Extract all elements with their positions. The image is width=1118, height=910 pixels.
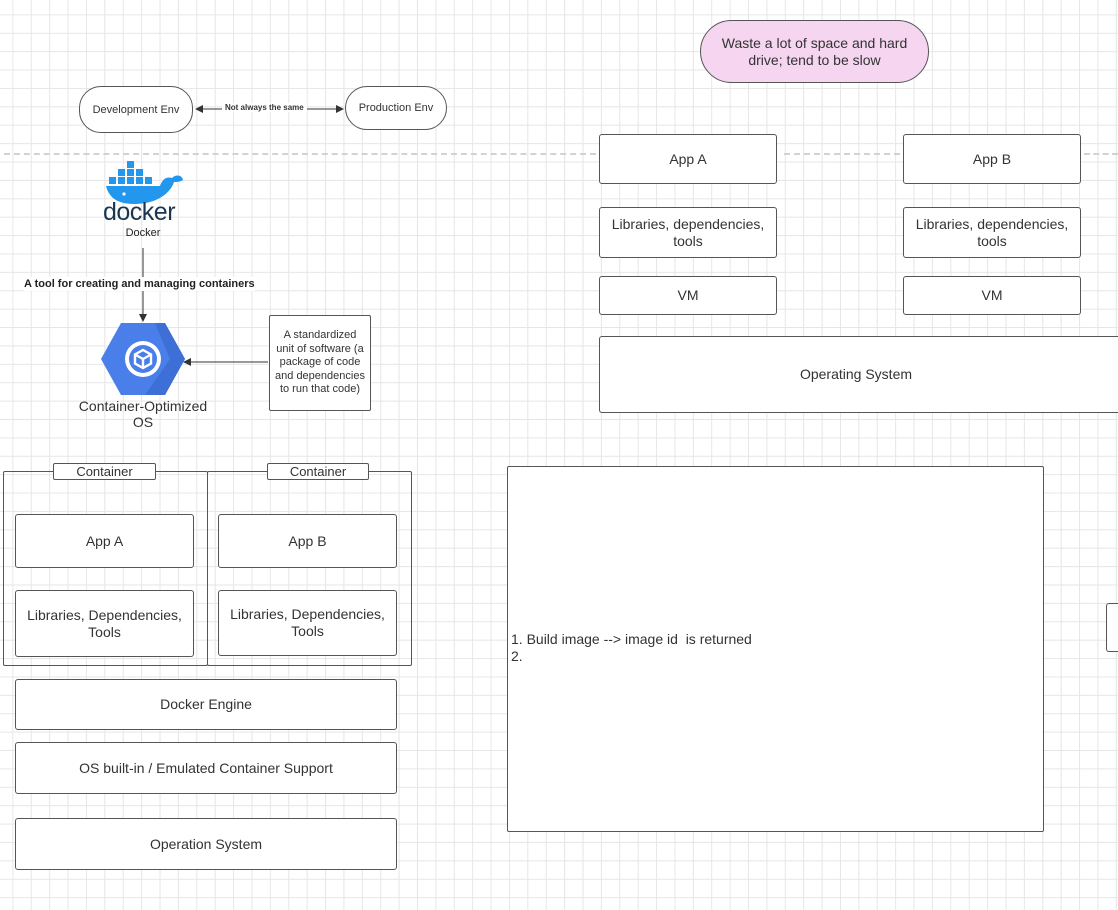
notes-box[interactable]: 1. Build image --> image id is returned … bbox=[507, 466, 1044, 832]
vm-app-b-label: App B bbox=[972, 150, 1012, 167]
vm-a-label: VM bbox=[677, 287, 699, 303]
notes-line-1: 1. Build image --> image id is returned bbox=[511, 631, 752, 647]
container-support-label: OS built-in / Emulated Container Support bbox=[79, 759, 333, 776]
vm-app-b-box[interactable]: App B bbox=[903, 134, 1081, 184]
container-app-a-box[interactable]: App A bbox=[15, 514, 194, 568]
vm-operating-system-box[interactable]: Operating System bbox=[599, 336, 1118, 413]
separator-right bbox=[1084, 153, 1118, 155]
docker-engine-label: Docker Engine bbox=[160, 696, 252, 712]
container-app-a-label: App A bbox=[85, 532, 124, 549]
operation-system-label: Operation System bbox=[149, 835, 263, 852]
vm-libs-b-label: Libraries, dependencies, tools bbox=[915, 215, 1069, 249]
docker-tool-caption: A tool for creating and managing contain… bbox=[24, 277, 255, 291]
container-a-tab-label: Container bbox=[76, 464, 133, 479]
container-os-label: Container-Optimized OS bbox=[78, 398, 208, 430]
separator-left bbox=[4, 153, 596, 155]
container-b-tab-label: Container bbox=[289, 464, 347, 479]
offscreen-box[interactable] bbox=[1106, 603, 1118, 652]
docker-engine-box[interactable]: Docker Engine bbox=[15, 679, 397, 730]
standard-unit-note-text: A standardized unit of software (a packa… bbox=[275, 329, 365, 396]
separator-mid bbox=[784, 153, 900, 155]
container-support-box[interactable]: OS built-in / Emulated Container Support bbox=[15, 742, 397, 794]
docker-whale-icon bbox=[106, 161, 183, 204]
container-libs-a-box[interactable]: Libraries, Dependencies, Tools bbox=[15, 590, 194, 657]
env-arrow-label: Not always the same bbox=[222, 103, 307, 112]
notes-line-2: 2. bbox=[511, 648, 523, 664]
development-env-node[interactable]: Development Env bbox=[79, 86, 193, 133]
container-b-tab[interactable]: Container bbox=[267, 463, 369, 480]
production-env-label: Production Env bbox=[358, 102, 434, 114]
waste-space-note-text: Waste a lot of space and hard drive; ten… bbox=[721, 34, 908, 68]
vm-b-box[interactable]: VM bbox=[903, 276, 1081, 315]
production-env-node[interactable]: Production Env bbox=[345, 86, 447, 130]
container-os-icon bbox=[100, 322, 186, 396]
container-libs-b-box[interactable]: Libraries, Dependencies, Tools bbox=[218, 590, 397, 656]
vm-libs-a-box[interactable]: Libraries, dependencies, tools bbox=[599, 207, 777, 258]
vm-libs-b-box[interactable]: Libraries, dependencies, tools bbox=[903, 207, 1081, 258]
container-libs-a-label: Libraries, Dependencies, Tools bbox=[27, 606, 182, 640]
container-app-b-box[interactable]: App B bbox=[218, 514, 397, 568]
vm-operating-system-label: Operating System bbox=[799, 366, 913, 382]
waste-space-note[interactable]: Waste a lot of space and hard drive; ten… bbox=[700, 20, 929, 83]
container-app-b-label: App B bbox=[288, 532, 327, 549]
container-a-tab[interactable]: Container bbox=[53, 463, 156, 480]
vm-app-a-label: App A bbox=[669, 150, 707, 167]
vm-app-a-box[interactable]: App A bbox=[599, 134, 777, 184]
operation-system-box[interactable]: Operation System bbox=[15, 818, 397, 870]
container-libs-b-label: Libraries, Dependencies, Tools bbox=[230, 606, 385, 639]
vm-libs-a-label: Libraries, dependencies, tools bbox=[611, 215, 765, 249]
docker-logo-text: docker bbox=[103, 198, 176, 226]
vm-b-label: VM bbox=[981, 287, 1003, 303]
docker-label: Docker bbox=[125, 227, 161, 239]
standard-unit-note[interactable]: A standardized unit of software (a packa… bbox=[269, 315, 371, 411]
vm-a-box[interactable]: VM bbox=[599, 276, 777, 315]
docker-logo: docker Docker bbox=[100, 158, 186, 239]
development-env-label: Development Env bbox=[92, 103, 180, 116]
